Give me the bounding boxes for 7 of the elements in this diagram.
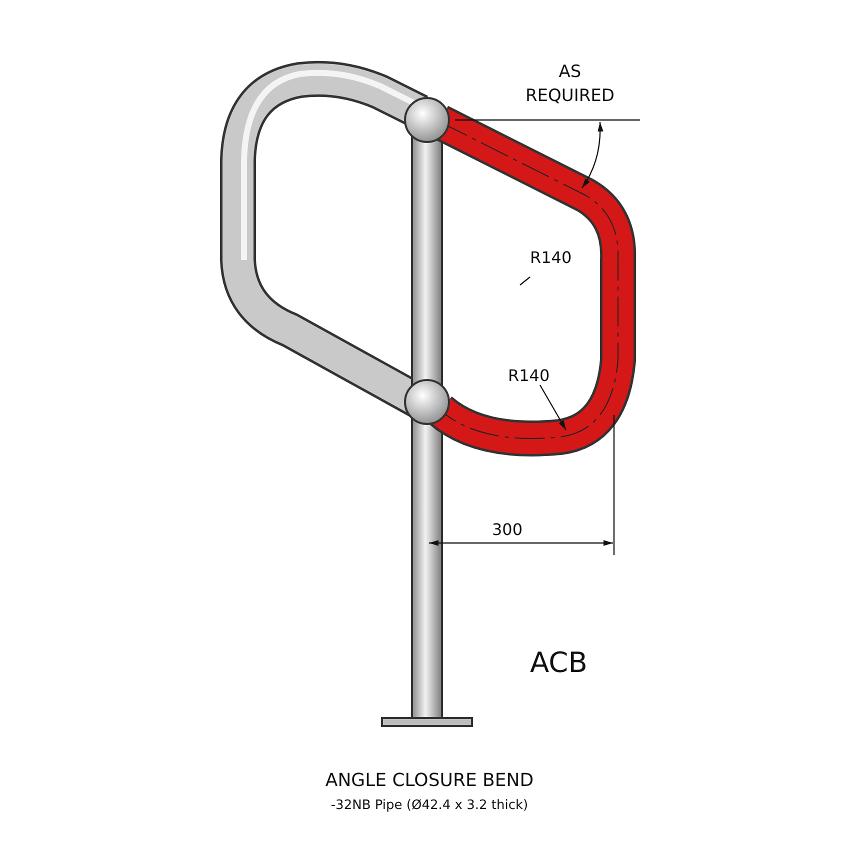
- caption-text: -32NB Pipe (Ø42.4 x 3.2 thick): [330, 798, 530, 813]
- dimension-label: R140: [508, 366, 550, 385]
- drawing-code: ACB: [530, 646, 588, 679]
- dimension-label: AS REQUIRED: [524, 61, 616, 108]
- dimension-label: 300: [492, 520, 523, 539]
- dimension-label: R140: [530, 248, 572, 267]
- title-text: ANGLE CLOSURE BEND: [324, 770, 535, 791]
